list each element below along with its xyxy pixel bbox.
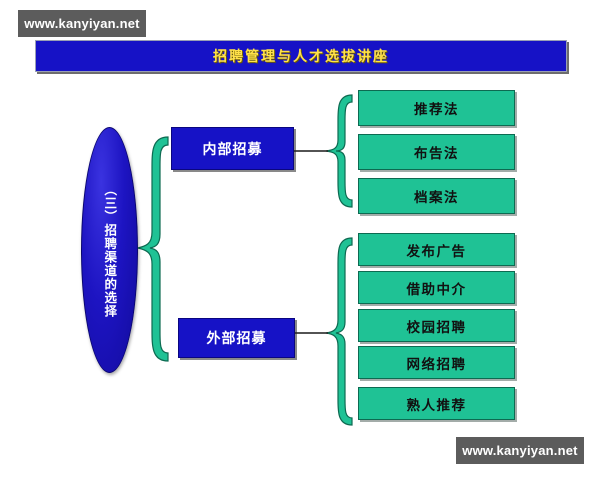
leaf-node[interactable]: 档案法 [358,178,515,214]
branch-node-external[interactable]: 外部招募 [178,318,295,358]
watermark-top: www.kanyiyan.net [18,10,146,37]
leaf-node-label: 档案法 [414,190,459,206]
brace-external [325,237,353,426]
leaf-node-label: 借助中介 [406,281,467,298]
leaf-node-label: 布告法 [414,146,459,162]
leaf-node[interactable]: 校园招聘 [358,309,515,342]
branch-node-internal[interactable]: 内部招募 [171,127,294,170]
brace-internal [325,94,353,208]
branch-node-internal-label: 内部招募 [202,141,263,158]
brace-root [137,136,169,362]
page-title: 招聘管理与人才选拔讲座 [213,49,389,65]
leaf-node-label: 熟人推荐 [406,397,467,414]
leaf-node[interactable]: 发布广告 [358,233,515,266]
root-node-label: （三）招聘渠道的选择 [102,182,118,318]
leaf-node[interactable]: 熟人推荐 [358,387,515,420]
leaf-node[interactable]: 网络招聘 [358,346,515,379]
branch-node-external-label: 外部招募 [206,331,267,347]
leaf-node-label: 网络招聘 [406,356,467,373]
leaf-node-label: 推荐法 [414,102,459,118]
root-node[interactable]: （三）招聘渠道的选择 [81,127,138,373]
title-banner: 招聘管理与人才选拔讲座 [35,40,567,72]
leaf-node-label: 校园招聘 [406,319,467,336]
watermark-bottom: www.kanyiyan.net [456,437,584,464]
leaf-node[interactable]: 借助中介 [358,271,515,304]
leaf-node[interactable]: 布告法 [358,134,515,170]
leaf-node-label: 发布广告 [406,243,467,260]
leaf-node[interactable]: 推荐法 [358,90,515,126]
